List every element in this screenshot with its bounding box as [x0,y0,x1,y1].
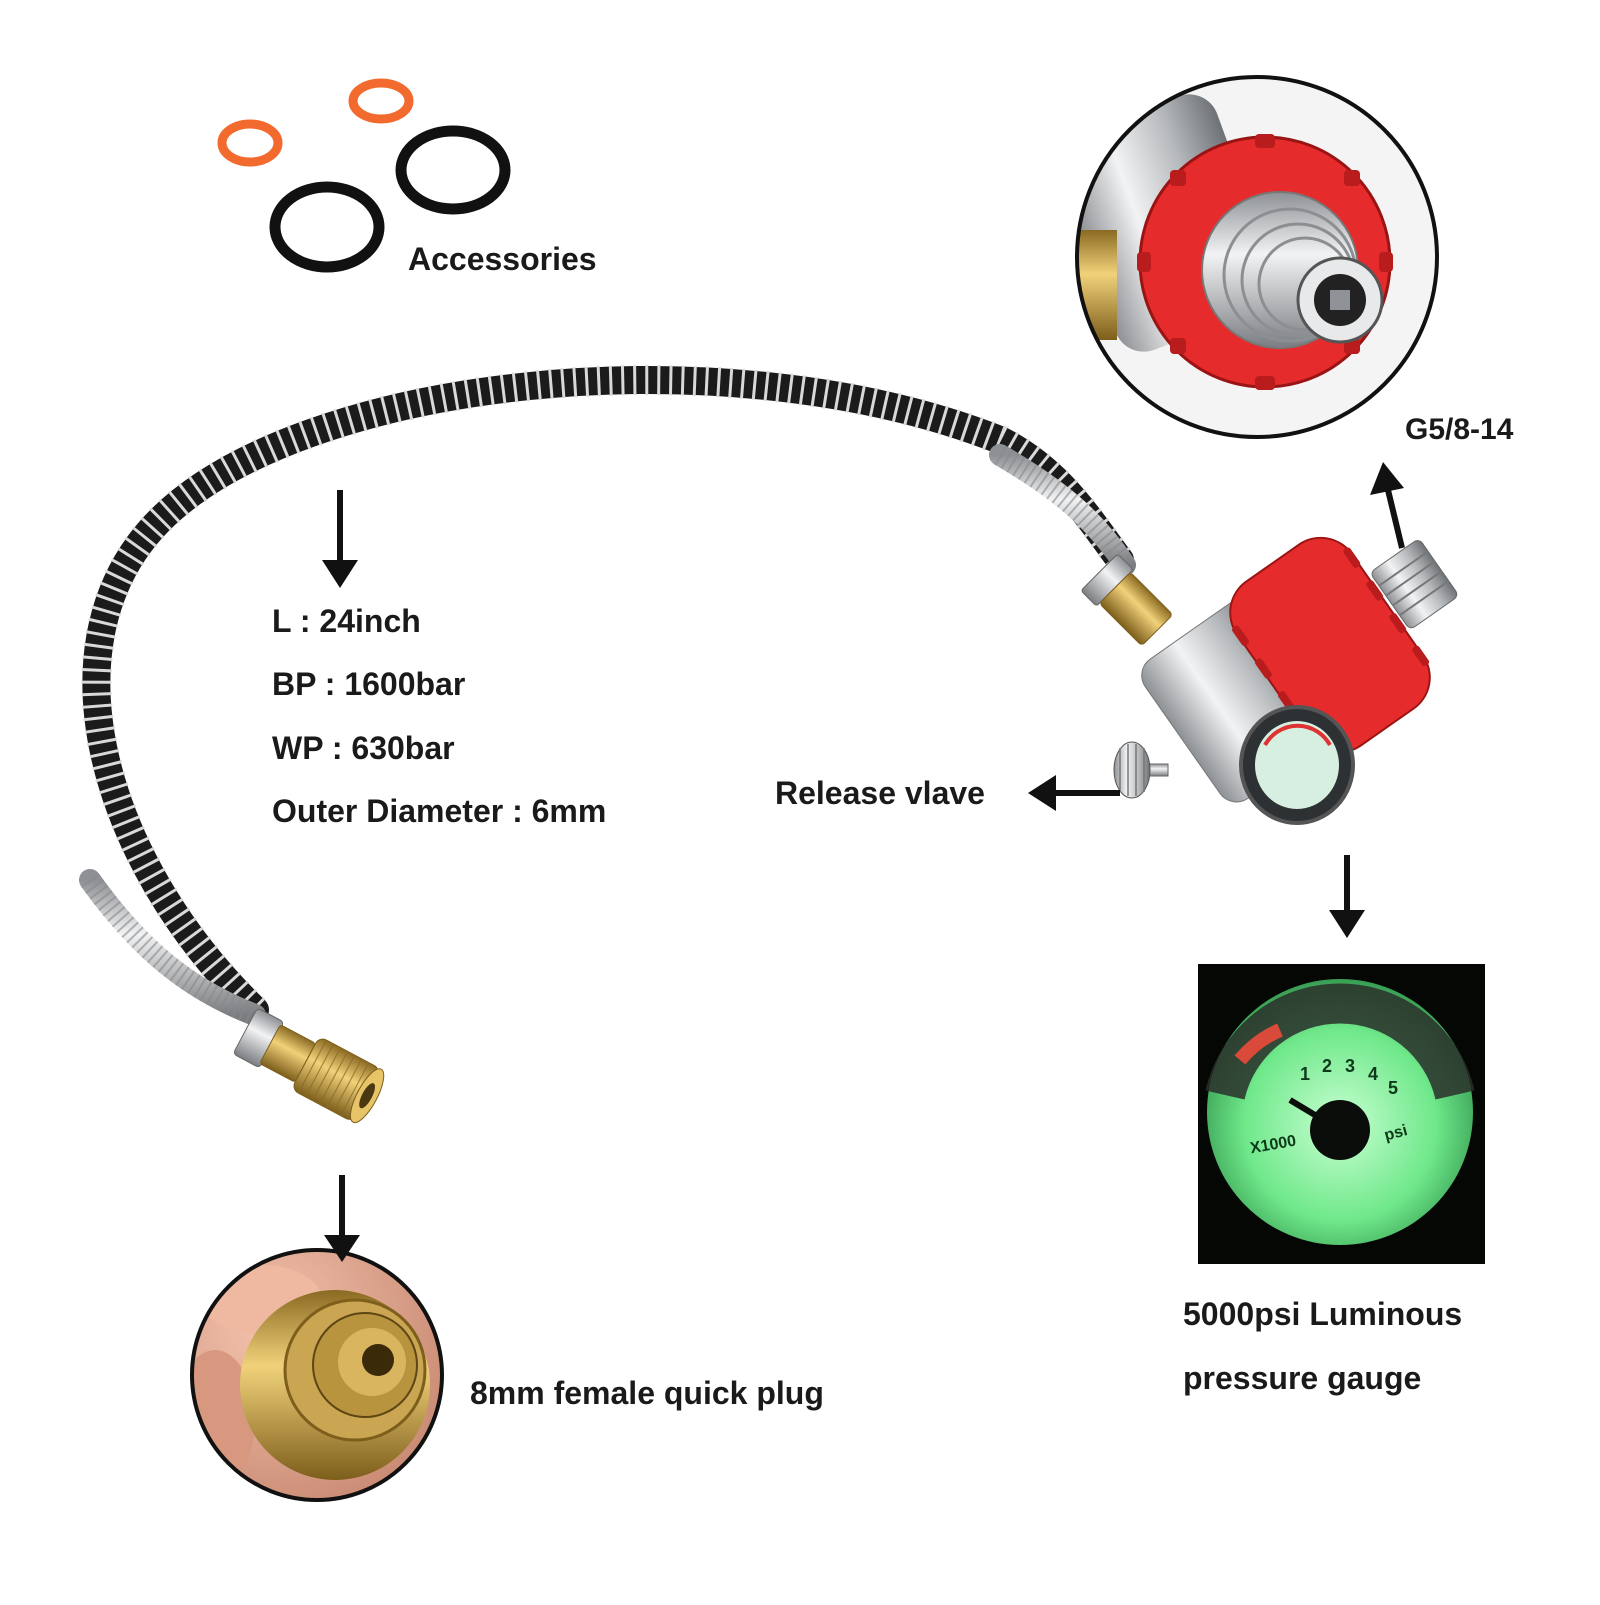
spec-working-pressure: WP : 630bar [272,730,455,766]
thread-label: G5/8-14 [1405,413,1514,446]
quick-coupler [233,1008,385,1124]
spec-burst-pressure: BP : 1600bar [272,666,466,702]
gauge-label-line2: pressure gauge [1183,1360,1422,1396]
gauge-unit: psi [1383,1122,1410,1144]
black-oring-left [269,181,385,273]
gauge-tick-4: 4 [1368,1064,1378,1084]
gauge-tick-5: 5 [1388,1078,1398,1098]
orange-oring-small-right [348,78,414,124]
spec-outer-diameter: Outer Diameter : 6mm [272,793,607,829]
gauge-tick-2: 2 [1322,1056,1332,1076]
quick-plug-detail-inset [190,1248,444,1502]
accessory-orings [217,78,511,273]
hose [79,365,1136,1026]
spec-length: L : 24inch [272,603,421,639]
callout-arrows [322,462,1405,1262]
accessories-label: Accessories [408,241,597,277]
gauge-tick-3: 3 [1345,1056,1355,1076]
hose-spring [81,365,1133,1021]
fill-station-valve [1081,536,1458,825]
arrow-thread [1385,489,1405,549]
luminous-gauge-photo: 1 2 3 4 5 X1000 psi [1198,964,1485,1264]
release-valve-label: Release vlave [775,775,985,811]
quick-plug-label: 8mm female quick plug [470,1375,824,1411]
gauge-label-line1: 5000psi Luminous [1183,1296,1463,1332]
hose-body [82,366,1134,1024]
gauge-tick-1: 1 [1300,1064,1310,1084]
orange-oring-small-left [217,119,283,167]
thread-detail-inset [1075,75,1439,439]
black-oring-right [395,125,511,215]
